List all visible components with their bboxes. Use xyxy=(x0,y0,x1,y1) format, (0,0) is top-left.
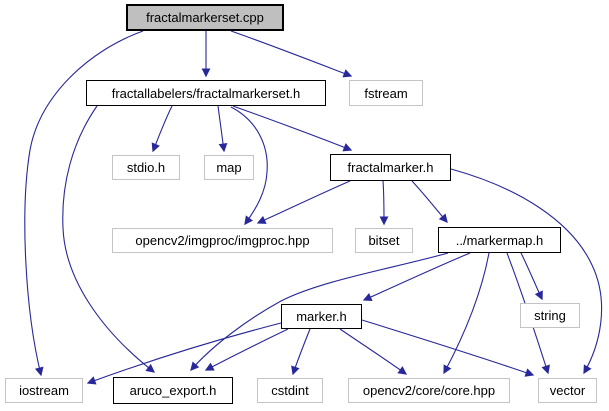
node-opencv2-core-hpp: opencv2/core/core.hpp xyxy=(348,378,510,403)
edge-markermap-to-core xyxy=(443,252,490,375)
node-aruco-export-h[interactable]: aruco_export.h xyxy=(113,377,233,404)
node-string: string xyxy=(520,303,580,328)
edge-fmarker-to-vector xyxy=(450,168,603,375)
node-vector: vector xyxy=(538,378,597,403)
node-map: map xyxy=(204,155,254,180)
node-marker-h[interactable]: marker.h xyxy=(281,304,362,329)
edge-flabel-to-imgproc xyxy=(230,106,268,226)
edge-flabel-to-map xyxy=(217,105,228,153)
node-bitset: bitset xyxy=(355,228,413,253)
edge-flabel-to-fmarker xyxy=(232,105,353,152)
edge-cpp-to-iostream xyxy=(24,30,144,377)
node-fractalmarkerset-cpp: fractalmarkerset.cpp xyxy=(126,4,284,31)
node-markermap-h[interactable]: ../markermap.h xyxy=(438,227,561,253)
edge-fmarker-to-markermap xyxy=(411,180,448,224)
edge-marker-to-core xyxy=(339,328,408,375)
edge-marker-to-iostream xyxy=(86,322,282,385)
edge-markermap-to-aruco xyxy=(190,252,449,371)
node-fractalmarker-h[interactable]: fractalmarker.h xyxy=(330,154,451,181)
edge-marker-to-vector xyxy=(361,319,535,377)
node-opencv2-imgproc-hpp: opencv2/imgproc/imgproc.hpp xyxy=(112,228,333,253)
edge-flabel-to-stdio xyxy=(151,105,173,153)
edge-marker-to-aruco xyxy=(204,328,289,371)
node-fstream: fstream xyxy=(349,80,423,106)
node-fractallabelers-fractalmarkerset-h[interactable]: fractallabelers/fractalmarkerset.h xyxy=(86,80,326,106)
node-iostream: iostream xyxy=(5,378,83,403)
node-cstdint: cstdint xyxy=(257,378,323,403)
edge-fmarker-to-bitset xyxy=(379,180,389,226)
node-stdio-h: stdio.h xyxy=(112,155,180,180)
edge-fmarker-to-imgproc xyxy=(256,180,351,224)
edge-marker-to-cstdint xyxy=(291,328,311,376)
edge-flabel-to-aruco xyxy=(62,105,156,373)
edge-markermap-to-string xyxy=(520,252,543,301)
edge-markermap-to-marker xyxy=(362,252,471,302)
edge-cpp-to-fstream xyxy=(230,30,353,78)
